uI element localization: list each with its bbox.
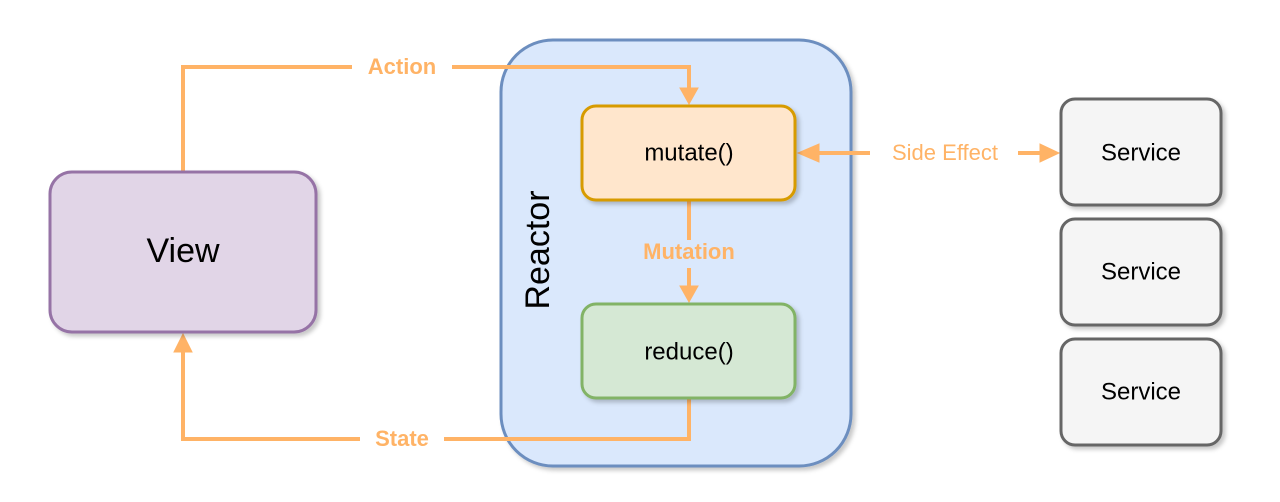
arrowhead-side-effect-right	[1039, 143, 1061, 163]
side-effect-label: Side Effect	[892, 140, 998, 165]
reduce-node: reduce()	[580, 302, 797, 400]
state-label: State	[375, 426, 429, 451]
action-label: Action	[368, 54, 436, 79]
view-node: View	[48, 170, 318, 334]
arrowhead-mutation	[679, 285, 699, 304]
reactor-label: Reactor	[519, 190, 557, 309]
edge-labels: Action Mutation State Side Effect	[352, 54, 1018, 452]
arrowhead-state	[173, 332, 193, 353]
view-label: View	[146, 232, 220, 270]
mutate-node: mutate()	[580, 104, 797, 202]
reduce-label: reduce()	[644, 338, 733, 365]
service-label: Service	[1101, 378, 1181, 405]
service-node-3: Service	[1059, 337, 1223, 447]
mutate-label: mutate()	[644, 139, 733, 166]
arrowheads	[173, 87, 1061, 353]
service-node-1: Service	[1059, 97, 1223, 207]
arrowhead-action	[679, 87, 699, 106]
service-label: Service	[1101, 258, 1181, 285]
service-node-2: Service	[1059, 217, 1223, 327]
service-label: Service	[1101, 139, 1181, 166]
arrowhead-side-effect-left	[796, 143, 820, 163]
mutation-label: Mutation	[643, 239, 735, 264]
